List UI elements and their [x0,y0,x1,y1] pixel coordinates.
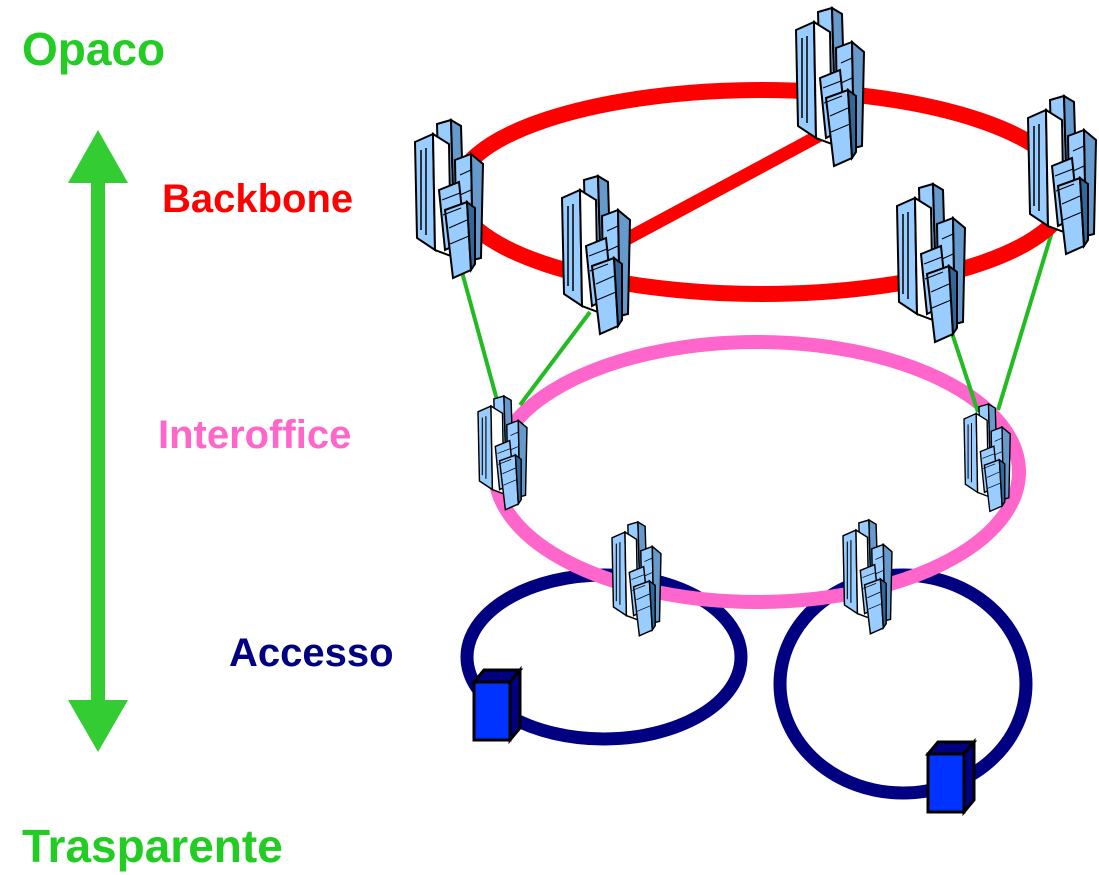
label-top: Opaco [22,23,165,75]
backbone-node-center-right [896,183,966,343]
backbone-node-left [414,119,484,279]
label-bottom: Trasparente [22,820,283,872]
backbone-node-center-left [561,175,631,335]
access-ring-right [773,568,1033,800]
label-access: Accesso [229,631,394,675]
access-terminal-icon [926,740,976,814]
backbone-chord [606,128,826,254]
access-terminal-icon [472,668,522,742]
opacity-scale-arrow [68,130,128,752]
access-gateway-left [611,521,662,637]
label-backbone: Backbone [162,177,353,221]
uplink-links [460,221,1057,413]
interoffice-ring [488,335,1026,609]
access-gateway-right [842,519,893,635]
label-interoffice: Interoffice [158,413,351,457]
backbone-ring [448,82,1076,302]
